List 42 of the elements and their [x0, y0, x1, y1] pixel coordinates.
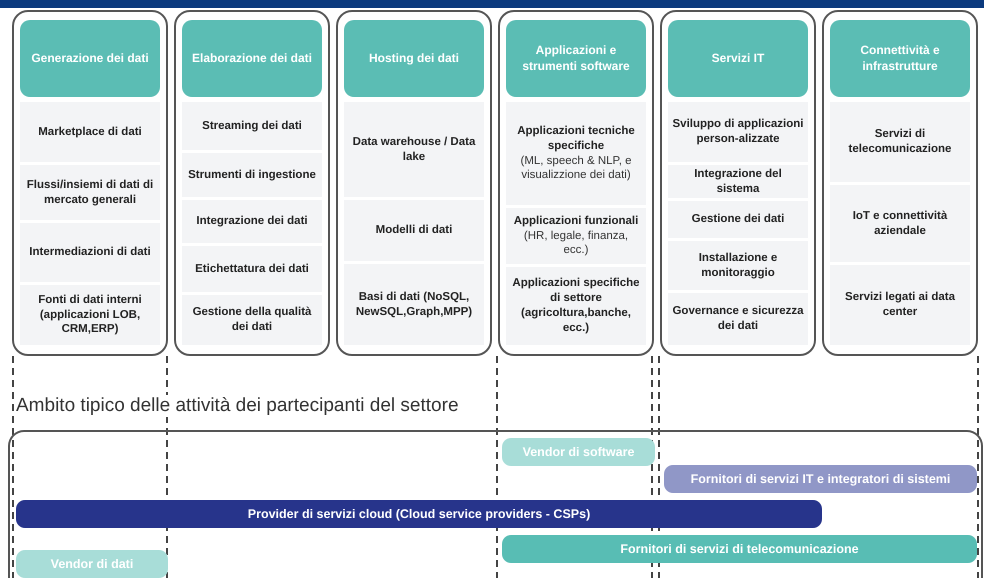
participant-bar: Fornitori di servizi IT e integratori di sistemi [664, 465, 977, 493]
item-cell: Data warehouse / Data lake [344, 102, 484, 197]
item-cell: Applicazioni funzionali (HR, legale, finanza, ecc.) [506, 208, 646, 264]
item-cell: Integrazione dei dati [182, 200, 322, 243]
item-cell: Strumenti di ingestione [182, 153, 322, 197]
item-cell: IoT e connettività aziendale [830, 185, 970, 262]
category-header: Generazione dei dati [20, 20, 160, 97]
item-cell: Streaming dei dati [182, 102, 322, 150]
item-cell: Fonti di dati interni (applicazioni LOB, CRM,ERP) [20, 285, 160, 345]
participant-bar: Vendor di software [502, 438, 655, 466]
column-panel [12, 10, 168, 356]
column-panel [336, 10, 492, 356]
item-cell: Marketplace di dati [20, 102, 160, 162]
column-panel [174, 10, 330, 356]
item-cell: Installazione e monitoraggio [668, 241, 808, 290]
category-header: Connettività e infrastrutture [830, 20, 970, 97]
item-cell: Integrazione del sistema [668, 165, 808, 198]
column-panel [822, 10, 978, 356]
item-cell: Intermediazioni di dati [20, 223, 160, 282]
column-panel [660, 10, 816, 356]
item-cell: Flussi/insiemi di dati di mercato generali [20, 165, 160, 220]
item-cell: Gestione della qualità dei dati [182, 295, 322, 345]
item-cell: Governance e sicurezza dei dati [668, 293, 808, 345]
item-cell: Gestione dei dati [668, 201, 808, 238]
item-cell: Sviluppo di applicazioni person-alizzate [668, 102, 808, 162]
category-header: Applicazioni e strumenti software [506, 20, 646, 97]
participant-bar: Vendor di dati [16, 550, 168, 578]
participant-bar: Fornitori di servizi di telecomunicazione [502, 535, 977, 563]
activity-panel [8, 430, 983, 578]
item-cell: Servizi legati ai data center [830, 265, 970, 345]
category-header: Elaborazione dei dati [182, 20, 322, 97]
category-header: Servizi IT [668, 20, 808, 97]
item-cell: Basi di dati (NoSQL, NewSQL,Graph,MPP) [344, 264, 484, 345]
item-cell: Etichettatura dei dati [182, 246, 322, 292]
participant-bar: Provider di servizi cloud (Cloud service providers - CSPs) [16, 500, 822, 528]
item-cell: Modelli di dati [344, 200, 484, 261]
section-title: Ambito tipico delle attività dei partecipanti del settore [14, 395, 461, 417]
item-cell: Servizi di telecomunicazione [830, 102, 970, 182]
item-cell: Applicazioni specifiche di settore (agricoltura,banche, ecc.) [506, 267, 646, 345]
category-header: Hosting dei dati [344, 20, 484, 97]
column-panel [498, 10, 654, 356]
item-cell: Applicazioni tecniche specifiche (ML, speech & NLP, e visualizzione dei dati) [506, 102, 646, 205]
